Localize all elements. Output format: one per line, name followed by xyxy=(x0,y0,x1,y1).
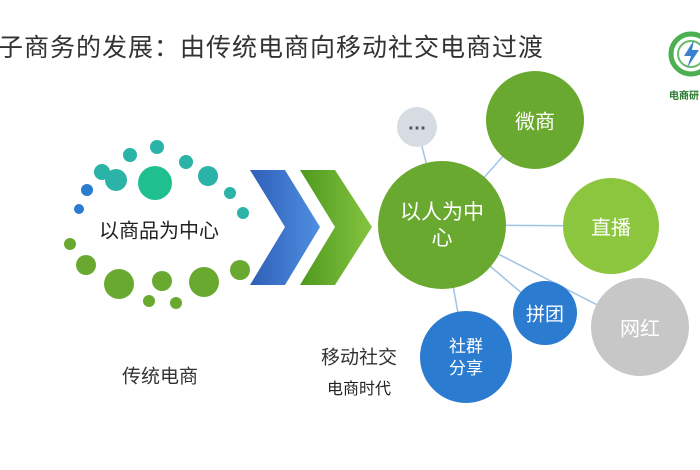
ring-dot xyxy=(230,260,250,280)
center-label: 以商品为中心 xyxy=(99,218,219,243)
ring-dot xyxy=(189,267,219,297)
shequn-label: 社群 分享 xyxy=(449,336,483,380)
traditional-caption: 传统电商 xyxy=(121,365,199,388)
more-label: ... xyxy=(407,114,427,134)
ring-dot xyxy=(81,184,93,196)
node-shequn xyxy=(420,311,512,403)
ring-dot xyxy=(224,187,236,199)
logo-icon xyxy=(668,31,700,77)
shequn-label-line1: 社群 xyxy=(449,337,483,357)
ring-dot xyxy=(179,155,193,169)
ring-dot xyxy=(104,269,134,299)
shequn-label-line2: 分享 xyxy=(449,359,483,379)
pintuan-label: 拼团 xyxy=(525,303,565,326)
hub-label-line1: 以人为中 xyxy=(400,200,484,224)
ring-dot xyxy=(152,271,172,291)
ring-dot xyxy=(237,207,249,219)
ring-dot xyxy=(170,297,182,309)
node-weishang xyxy=(486,71,584,169)
chevron-green-icon xyxy=(300,170,372,285)
ring-dot xyxy=(123,148,137,162)
mobile-social-caption: 移动社交 xyxy=(320,346,398,369)
wanghong-label: 网红 xyxy=(620,316,660,341)
zhibo-label: 直播 xyxy=(591,215,631,240)
hub-label: 以人为中 心 xyxy=(400,199,484,251)
product-ring xyxy=(64,140,250,309)
ring-dot xyxy=(143,295,155,307)
weishang-label: 微商 xyxy=(515,109,555,134)
ring-dot xyxy=(150,140,164,154)
mobile-era-caption: 电商时代 xyxy=(326,379,392,398)
hub-label-line2: 心 xyxy=(431,226,453,250)
ring-dot xyxy=(198,166,218,186)
node-wanghong xyxy=(591,278,689,376)
node-zhibo xyxy=(563,178,659,274)
ring-dot xyxy=(74,204,84,214)
node-more xyxy=(397,107,437,147)
node-pintuan xyxy=(513,281,577,345)
node-hub xyxy=(378,161,506,289)
ring-dot xyxy=(138,166,172,200)
ring-dot xyxy=(76,255,96,275)
page-title: 子商务的发展：由传统电商向移动社交电商过渡 xyxy=(0,33,545,62)
logo-text: 电商研 xyxy=(669,91,699,102)
chevron-blue-icon xyxy=(250,170,320,285)
ring-dot xyxy=(64,238,76,250)
ring-dot xyxy=(105,169,127,191)
